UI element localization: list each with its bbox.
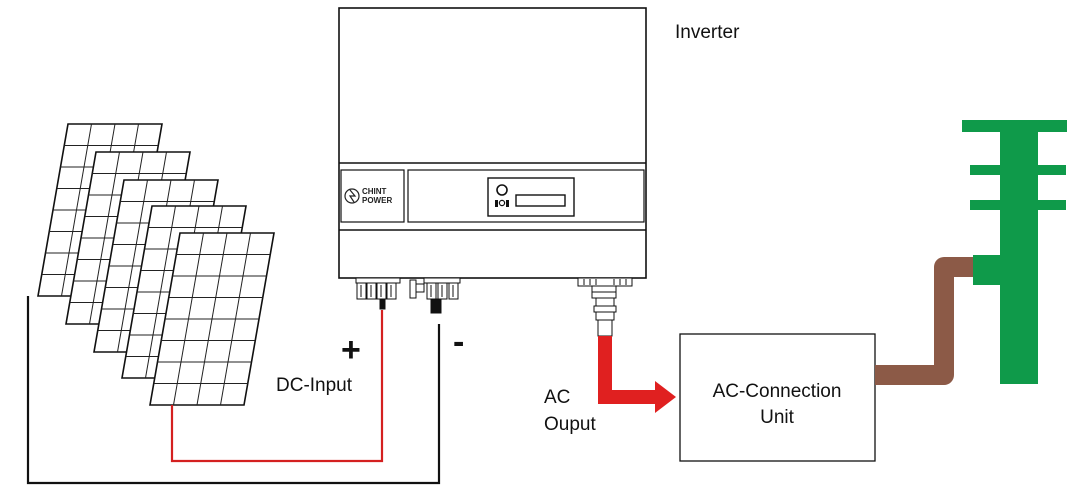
dc-input-label: DC-Input (276, 375, 353, 396)
inverter-body (338, 7, 647, 279)
utility-pole-icon (962, 120, 1067, 384)
ac-unit-label-line1: AC-Connection (713, 381, 842, 402)
ac-unit-label-line2: Unit (760, 407, 795, 428)
dc-plus-label: + (341, 331, 361, 369)
dc-positive-wire (170, 310, 384, 463)
dc-minus-label: - (453, 323, 464, 361)
solar-panel-icon (149, 232, 275, 406)
dc-input-terminals (355, 277, 461, 314)
ac-output-gland (577, 277, 633, 337)
dc-negative-wire (26, 296, 441, 485)
ac-output-label-line2: Ouput (544, 414, 596, 435)
status-led-icon (495, 199, 509, 207)
brand-logo: CHINT POWER (344, 187, 392, 205)
grid-connection-wire (875, 257, 978, 385)
display-screen (515, 194, 566, 207)
power-button-icon[interactable] (496, 184, 508, 196)
brand-line-2: POWER (362, 196, 392, 205)
ac-connection-unit-box (679, 333, 876, 462)
inverter-label: Inverter (675, 22, 740, 43)
ac-output-label-line1: AC (544, 387, 570, 408)
brand-line-1: CHINT (362, 187, 387, 196)
inverter-icon: CHINT POWER (338, 7, 647, 279)
arrow-right-icon (598, 336, 676, 413)
solar-panel-array (37, 123, 275, 406)
